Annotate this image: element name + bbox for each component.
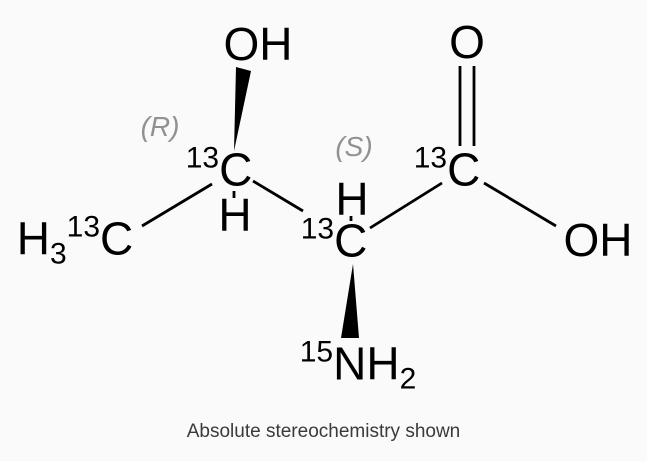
atom-c3-stereocenter: 13C	[300, 212, 368, 267]
c3-isotope-label: 13	[300, 212, 335, 246]
carboxyl-carbon-label: C	[447, 143, 481, 196]
wedge-bond-c2-oh	[234, 67, 251, 151]
amine-h-label: H	[366, 337, 400, 390]
methyl-isotope-label: 13	[66, 210, 101, 244]
atom-methyl-group: H313C	[16, 210, 134, 271]
atom-amine-group: 15NH2	[299, 335, 417, 396]
amine-isotope-label: 15	[299, 335, 334, 369]
atom-carboxyl-carbon: 13C	[413, 141, 481, 196]
c2-isotope-label: 13	[185, 141, 220, 175]
carboxyl-isotope-label: 13	[413, 141, 448, 175]
atom-carbonyl-oxygen: O	[449, 16, 485, 68]
methyl-h-label: H	[16, 212, 50, 265]
bond-methyl-c2	[141, 182, 213, 228]
bond-c2-c3	[252, 179, 304, 213]
atom-hydroxyl-oh: OH	[223, 18, 293, 70]
amine-h-count: 2	[399, 362, 417, 396]
stereochemistry-caption: Absolute stereochemistry shown	[186, 421, 461, 442]
methyl-h-count: 3	[49, 237, 67, 271]
atom-c2-stereocenter: 13C	[185, 141, 253, 196]
amine-nitrogen-label: N	[333, 337, 367, 390]
c3-carbon-label: C	[334, 214, 368, 267]
atom-c3-hydrogen: H	[335, 173, 369, 225]
bond-carboxyl-oh	[483, 181, 557, 228]
methyl-carbon-label: C	[100, 212, 134, 265]
stereo-label-r: (R)	[140, 111, 180, 142]
stereo-label-s: (S)	[335, 131, 373, 162]
c2-carbon-label: C	[219, 143, 253, 196]
atom-acid-hydroxyl: OH	[563, 214, 633, 266]
wedge-bond-c3-n	[341, 264, 359, 338]
atom-c2-hydrogen: H	[218, 189, 252, 241]
bond-c3-carboxyl	[369, 181, 443, 230]
